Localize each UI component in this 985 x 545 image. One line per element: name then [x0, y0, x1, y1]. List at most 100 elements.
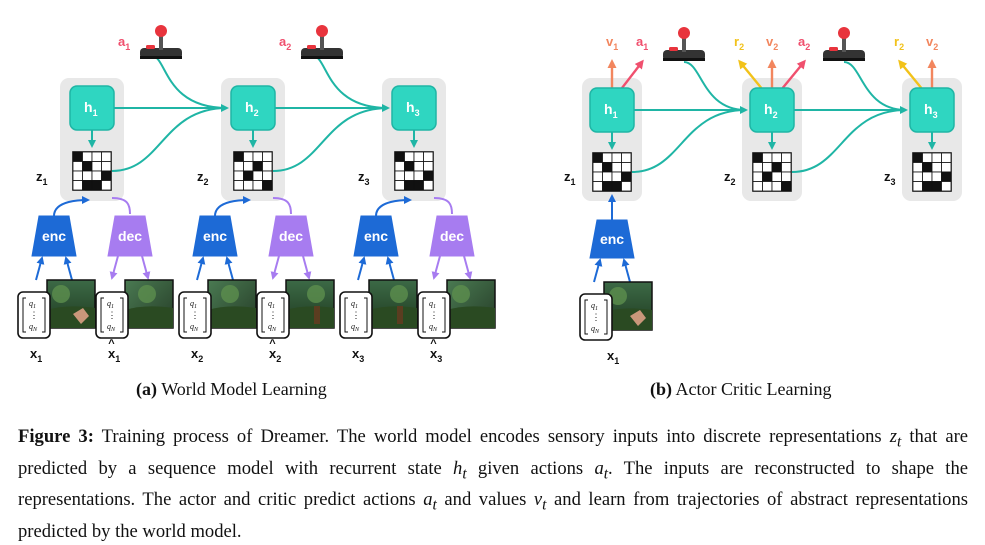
panel-b-output-arrow-1-a — [621, 59, 644, 89]
panel-b-joystick-2 — [823, 27, 865, 61]
panel-a-z-to-dec-line-2 — [272, 197, 292, 215]
panel-a-proprio-recon-1-dots: ⋮ — [108, 310, 117, 320]
caption-text-6: and learn from trajectories of abstract … — [18, 489, 968, 543]
panel-a-encoder-1 — [31, 215, 77, 257]
panel-a-dec-out-right-1 — [141, 255, 151, 280]
panel-a-enc-in-right-3 — [385, 256, 395, 281]
panel-b-output-arrow-3-r — [898, 59, 923, 89]
panel-a-proprio-recon-3-q-top: q1 — [429, 299, 436, 310]
subcaption-b-label: (b) — [650, 379, 672, 399]
caption-var-v: v — [533, 489, 543, 511]
panel-b-output-label-1-a: a1 — [636, 34, 648, 52]
panel-a-proprio-recon-2-dots: ⋮ — [269, 310, 278, 320]
panel-a-image-recon-2 — [285, 279, 335, 329]
panel-a-xhat-label-2: x2 — [269, 346, 281, 364]
panel-a-encoder-2-label: enc — [203, 228, 227, 244]
caption-var-a-2: a — [423, 489, 433, 511]
panel-a-xhat-hat-3: ^ — [430, 338, 437, 350]
panel-a-xhat-hat-1: ^ — [108, 338, 115, 350]
panel-a-decoder-3-label: dec — [440, 228, 464, 244]
panel-b-h-node-1-label: h1 — [604, 101, 618, 120]
caption-var-t-1: t — [896, 433, 902, 451]
panel-a-enc-to-z-arrow-1 — [53, 196, 90, 217]
caption-var-h: h — [453, 457, 463, 479]
caption-label: Figure 3: — [18, 426, 94, 447]
panel-b-output-label-3-r: r2 — [894, 34, 904, 52]
panel-b-h-node-2-label: h2 — [764, 101, 778, 120]
caption-var-t-5: t — [542, 497, 547, 515]
subcaption-a-text: World Model Learning — [161, 379, 327, 399]
panel-a-x-label-1: x1 — [30, 346, 42, 364]
panel-a-proprio-input-2-q-bottom: qN — [190, 322, 199, 333]
panel-a-proprio-recon-1-q-top: q1 — [107, 299, 114, 310]
panel-a-h-node-2 — [230, 85, 276, 131]
panel-a-decoder-1 — [107, 215, 153, 257]
panel-a-dec-out-left-2 — [270, 255, 280, 280]
panel-a-proprio-recon-3-q-bottom: qN — [429, 322, 438, 333]
panel-a-proprio-recon-2: q1⋮ qN — [256, 291, 290, 339]
panel-a-enc-to-z-arrow-2 — [214, 196, 251, 217]
panel-b-h-node-3 — [909, 87, 955, 133]
panel-b-z-grid-1 — [592, 152, 632, 192]
panel-b-proprio-input-q-top: q1 — [591, 301, 598, 312]
panel-a-image-input-2 — [207, 279, 257, 329]
panel-b-output-label-2-a: a2 — [798, 34, 810, 52]
panel-a-proprio-recon-2-q-top: q1 — [268, 299, 275, 310]
panel-a-enc-in-right-1 — [63, 256, 73, 281]
panel-b-output-label-2-r: r2 — [734, 34, 744, 52]
panel-a-x-label-2: x2 — [191, 346, 203, 364]
panel-a-proprio-input-1-dots: ⋮ — [30, 310, 39, 320]
panel-a-image-recon-3 — [446, 279, 496, 329]
panel-a-xhat-hat-2: ^ — [269, 338, 276, 350]
panel-a-proprio-recon-3-dots: ⋮ — [430, 310, 439, 320]
panel-a-decoder-1-label: dec — [118, 228, 142, 244]
panel-b-encoder-label: enc — [600, 231, 624, 247]
panel-b-output-arrow-2-a — [781, 59, 806, 89]
panel-a-proprio-recon-1-q-bottom: qN — [107, 322, 116, 333]
panel-a-z-to-h-curve-1 — [111, 107, 228, 172]
panel-a-a-to-h-curve-2 — [312, 55, 389, 109]
panel-b-proprio-input: q1⋮qN — [579, 293, 613, 341]
caption-text-1: Training process of Dreamer. The world m… — [101, 426, 890, 447]
panel-a-proprio-recon-1: q1⋮ qN — [95, 291, 129, 339]
figure-caption: Figure 3: Training process of Dreamer. T… — [18, 424, 968, 545]
panel-b-h-node-2 — [749, 87, 795, 133]
panel-a-h-node-2-label: h2 — [245, 99, 259, 118]
panel-a-z-grid-3 — [394, 151, 434, 191]
panel-a-proprio-recon-2-q-bottom: qN — [268, 322, 277, 333]
panel-a-enc-in-left-2 — [196, 256, 206, 281]
panel-a-z-grid-2 — [233, 151, 273, 191]
panel-a-joystick-1 — [140, 25, 182, 59]
panel-a-encoder-2 — [192, 215, 238, 257]
panel-a-dec-out-right-2 — [302, 255, 312, 280]
caption-var-a-1: a — [594, 457, 604, 479]
panel-a-proprio-input-1: q1⋮qN — [17, 291, 51, 339]
caption-text-4: . The inputs are reconstructed to shape … — [18, 457, 968, 511]
panel-a-proprio-input-2-q-top: q1 — [190, 299, 197, 310]
panel-a-a-to-h-curve-1 — [151, 55, 228, 109]
panel-b-output-label-1-v: v1 — [606, 34, 618, 52]
panel-b-z-to-h-curve-1 — [631, 109, 747, 173]
panel-a-proprio-input-3-q-bottom: qN — [351, 322, 360, 333]
caption-text-2: that are predicted by a sequence model w… — [18, 426, 969, 479]
panel-a-proprio-recon-3: q1⋮ qN — [417, 291, 451, 339]
panel-a-proprio-input-1-q-top: q1 — [29, 299, 36, 310]
panel-b-proprio-input-dots: ⋮ — [592, 312, 601, 322]
panel-b-a-to-h-curve-1 — [683, 61, 747, 111]
panel-a-xhat-label-3: x3 — [430, 346, 442, 364]
panel-a-proprio-input-3-dots: ⋮ — [352, 310, 361, 320]
panel-a-image-input-3 — [368, 279, 418, 329]
panel-a-action-label-2: a2 — [279, 34, 291, 52]
panel-a-x-label-3: x3 — [352, 346, 364, 364]
panel-a-enc-in-left-1 — [35, 256, 45, 281]
subcaption-b-text: Actor Critic Learning — [675, 379, 832, 399]
panel-a-h-node-3-label: h3 — [406, 99, 420, 118]
panel-a-proprio-input-3: q1⋮qN — [339, 291, 373, 339]
panel-b-output-label-2-v: v2 — [766, 34, 778, 52]
panel-a-z-grid-1 — [72, 151, 112, 191]
subcaption-a: (a) World Model Learning — [136, 379, 327, 400]
panel-b-z-to-h-curve-2 — [791, 109, 907, 173]
panel-b-output-label-3-v: v2 — [926, 34, 938, 52]
caption-var-z: z — [889, 426, 897, 447]
caption-text-5: and values — [436, 489, 534, 511]
